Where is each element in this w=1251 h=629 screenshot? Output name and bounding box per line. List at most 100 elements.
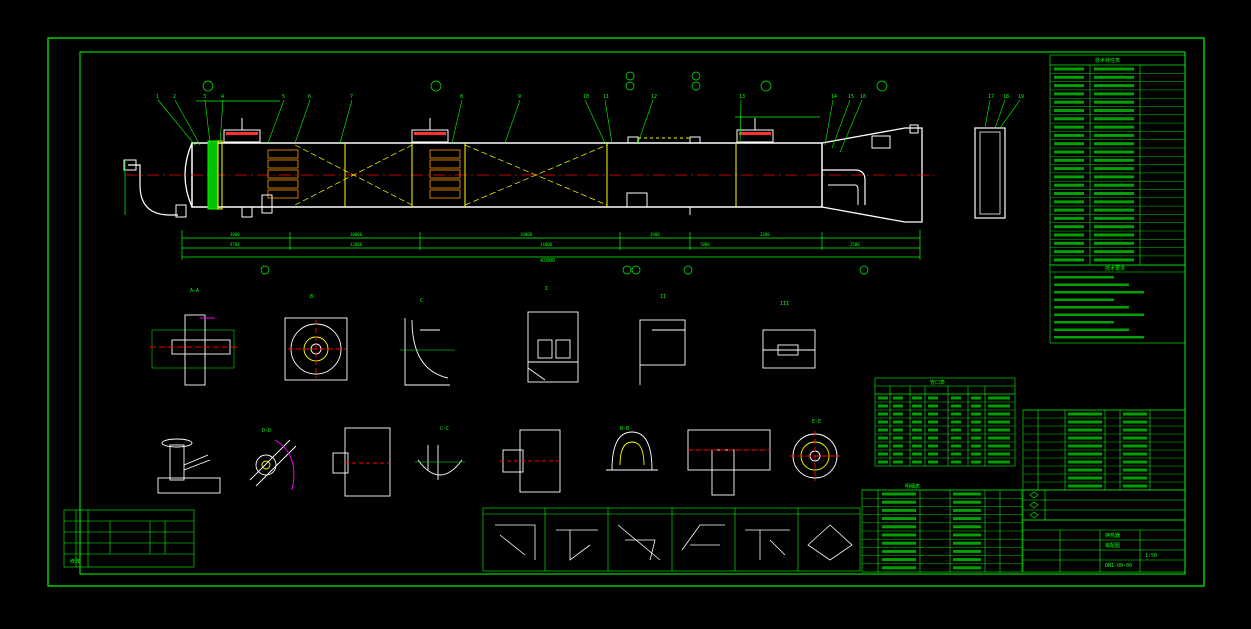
spec-row-text bbox=[1054, 225, 1084, 229]
baffle-sections bbox=[344, 143, 737, 207]
spec-row-text bbox=[1054, 258, 1084, 262]
detail-view-10 bbox=[415, 445, 465, 480]
lower-cell bbox=[882, 558, 916, 562]
leader-lines bbox=[157, 99, 1021, 153]
nozzle-cell bbox=[988, 420, 1010, 424]
nozzle-cell bbox=[951, 396, 961, 400]
parts-cell bbox=[1068, 420, 1102, 424]
nozzle-cell bbox=[928, 428, 938, 432]
dim-label: 4700 bbox=[230, 242, 240, 247]
nozzle-cell bbox=[878, 420, 888, 424]
nozzle-cell bbox=[951, 460, 961, 464]
nozzle-cell bbox=[928, 444, 938, 448]
nozzle-cell bbox=[988, 412, 1010, 416]
balloon-10: 10 bbox=[583, 94, 589, 100]
spec-row-value bbox=[1094, 158, 1134, 162]
detail-view-8 bbox=[249, 439, 297, 491]
nozzle-cell bbox=[928, 412, 938, 416]
dim-label: 14000 bbox=[540, 242, 553, 247]
lower-cell bbox=[953, 500, 981, 504]
inlet-pipe bbox=[128, 164, 178, 216]
spec-table-rows bbox=[1050, 64, 1185, 262]
nozzle-cell bbox=[951, 420, 961, 424]
parts-table-title: 明细表 bbox=[905, 483, 920, 490]
spec-row-value bbox=[1094, 125, 1134, 129]
nozzle-cell bbox=[893, 444, 903, 448]
balloon-9: 9 bbox=[518, 94, 521, 100]
nozzle-cell bbox=[893, 420, 903, 424]
tech-req-line bbox=[1054, 313, 1144, 316]
parts-cell bbox=[1123, 476, 1147, 480]
nozzle-cell bbox=[878, 404, 888, 408]
nozzle-cell bbox=[893, 404, 903, 408]
balloon-17: 17 bbox=[988, 94, 994, 100]
detail-label: II bbox=[660, 294, 666, 300]
spec-row-value bbox=[1094, 192, 1134, 195]
detail-label: C bbox=[420, 298, 423, 304]
balloon-18: 18 bbox=[1003, 94, 1009, 100]
detail-view-6 bbox=[762, 329, 816, 369]
balloon-16: 16 bbox=[860, 94, 866, 100]
detail-label: A-A bbox=[190, 288, 199, 294]
parts-cell bbox=[1123, 452, 1147, 456]
nozzle-cell bbox=[971, 404, 981, 408]
balloon-2: 2 bbox=[173, 94, 176, 100]
detail-view-9 bbox=[332, 427, 391, 497]
spec-row-value bbox=[1094, 75, 1134, 79]
nozzle-cell bbox=[893, 452, 903, 456]
lower-cell bbox=[953, 492, 981, 496]
nozzle-cell bbox=[971, 452, 981, 456]
dim-label: 7000 bbox=[700, 242, 710, 247]
spec-row-text bbox=[1054, 133, 1084, 137]
lower-cell bbox=[882, 541, 916, 545]
detail-label: B-B bbox=[620, 426, 629, 432]
nozzle-cell bbox=[971, 396, 981, 400]
dim-label: 12000 bbox=[350, 242, 363, 247]
nozzle-cell bbox=[912, 396, 922, 400]
weld-detail-strip bbox=[482, 507, 861, 572]
main-vessel[interactable] bbox=[123, 118, 1006, 223]
spec-row-value bbox=[1094, 67, 1134, 71]
spec-row-text bbox=[1054, 233, 1084, 237]
outlet-elbow-inner bbox=[828, 184, 859, 205]
detail-view-14 bbox=[790, 431, 840, 481]
lower-cell bbox=[953, 549, 981, 553]
nozzle-cell bbox=[971, 428, 981, 432]
nozzle-tag-markers bbox=[202, 71, 888, 275]
tech-req-line bbox=[1054, 321, 1114, 324]
tube-sheet bbox=[207, 140, 219, 210]
lower-cell bbox=[953, 566, 981, 570]
nozzle-cell bbox=[988, 452, 1010, 456]
spec-row-value bbox=[1094, 241, 1134, 245]
spec-row-value bbox=[1094, 200, 1134, 204]
tie-rods-cross bbox=[294, 144, 608, 206]
lower-cell bbox=[882, 533, 916, 537]
spec-row-text bbox=[1054, 92, 1084, 96]
nozzle-table-title: 管口表 bbox=[930, 379, 945, 386]
nozzle-cell bbox=[971, 460, 981, 464]
nozzle-cell bbox=[971, 412, 981, 416]
spec-row-value bbox=[1094, 92, 1134, 96]
lower-cell bbox=[953, 558, 981, 562]
spec-row-value bbox=[1094, 208, 1134, 212]
nozzle-cell bbox=[878, 396, 888, 400]
balloon-11: 11 bbox=[603, 94, 609, 100]
spec-row-value bbox=[1094, 100, 1134, 104]
tech-req-line bbox=[1054, 283, 1129, 286]
dimension-lines bbox=[124, 100, 921, 260]
nozzle-cell bbox=[951, 436, 961, 440]
end-flange-view bbox=[974, 127, 1006, 219]
balloon-1: 1 bbox=[156, 94, 159, 100]
spec-row-text bbox=[1054, 117, 1084, 121]
parts-cell bbox=[1123, 460, 1147, 464]
spec-row-value bbox=[1094, 233, 1134, 237]
balloon-8: 8 bbox=[460, 94, 463, 100]
tech-req-line bbox=[1054, 291, 1144, 294]
dim-label: 10000 bbox=[520, 232, 533, 237]
outlet-elbow bbox=[822, 169, 866, 205]
